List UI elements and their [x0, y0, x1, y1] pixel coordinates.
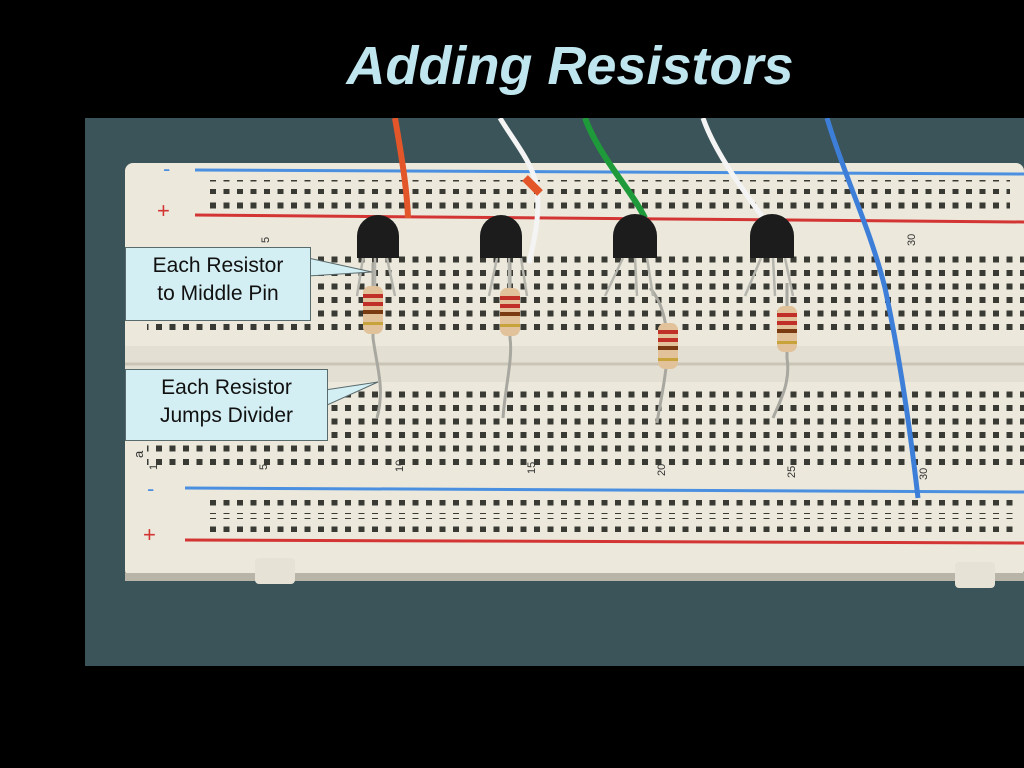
- transistor-4: [750, 214, 794, 258]
- callout-1-line-1: Each Resistor: [152, 254, 284, 277]
- wire-orange-jacket: [522, 175, 543, 196]
- breadboard-foot-right: [955, 562, 995, 588]
- resistor-2-lead: [501, 263, 513, 419]
- column-label-top-30: 30: [906, 234, 918, 246]
- breadboard-shadow: [125, 573, 1024, 581]
- callout-middle-pin: Each Resistor to Middle Pin: [125, 247, 311, 321]
- resistor-4-lead: [771, 283, 790, 419]
- top-rail-minus: -: [163, 156, 170, 181]
- top-rail-blue-line: [194, 168, 1024, 176]
- column-label-bottom-10: 10: [394, 460, 406, 472]
- resistor-1-lead: [371, 263, 382, 419]
- bottom-rail-red-line: [184, 538, 1024, 545]
- column-label-bottom-5: 5: [258, 464, 270, 470]
- resistor-3: [658, 323, 678, 369]
- wire-green: [582, 118, 648, 220]
- resistor-1: [363, 286, 383, 334]
- column-label-bottom-30: 30: [918, 468, 930, 480]
- column-label-top-5: 5: [260, 237, 272, 243]
- top-rail-holes-plus: [210, 198, 1010, 212]
- wire-orange: [392, 118, 411, 219]
- slide-title: Adding Resistors: [346, 36, 794, 96]
- callout-1-line-2: to Middle Pin: [157, 282, 279, 305]
- callout-2-line-2: Jumps Divider: [159, 404, 294, 427]
- bottom-rail-blue-line: [184, 486, 1024, 494]
- wire-white-2: [700, 118, 770, 225]
- bottom-rail-holes-plus: [203, 518, 1013, 532]
- bottom-rail-minus: -: [147, 476, 154, 501]
- top-rail-holes-minus: [210, 180, 1010, 194]
- transistor-1: [357, 215, 399, 258]
- callout-2-line-1: Each Resistor: [161, 376, 292, 399]
- wire-blue: [824, 118, 921, 499]
- resistor-4: [777, 306, 797, 352]
- resistor-2: [500, 288, 520, 336]
- breadboard-foot-left: [255, 558, 295, 584]
- bottom-rail-plus: +: [143, 522, 156, 547]
- column-label-bottom-25: 25: [786, 466, 798, 478]
- column-label-bottom-20: 20: [656, 464, 668, 476]
- bottom-rail-holes-minus: [203, 500, 1013, 514]
- top-rail-red-line: [194, 213, 1024, 224]
- column-label-bottom-1: 1: [148, 464, 160, 470]
- transistor-3: [613, 214, 657, 258]
- row-label-a: a: [131, 450, 146, 458]
- top-rail-plus: +: [157, 198, 170, 223]
- transistor-2: [480, 215, 522, 258]
- callout-jumps-divider: Each Resistor Jumps Divider: [125, 369, 328, 441]
- column-label-bottom-15: 15: [526, 462, 538, 474]
